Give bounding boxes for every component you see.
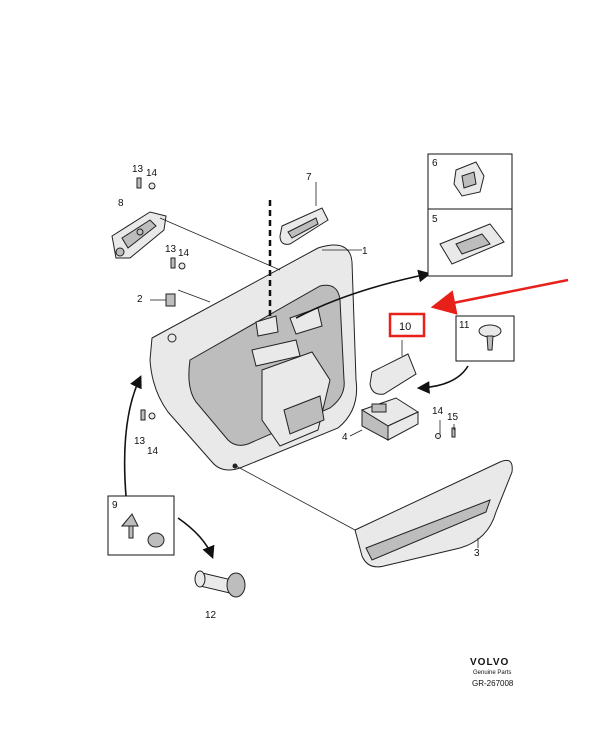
fasteners	[136, 177, 456, 439]
detail-box-11	[455, 315, 515, 362]
callout-12: 12	[205, 610, 217, 621]
callout-labels: 1 2 3 4 5 6 7 8 9 10 11 12 13 14 13 14 1…	[112, 158, 480, 621]
callout-8: 8	[118, 198, 124, 209]
leader-lines	[159, 182, 479, 548]
diagram-code: GR-267008	[472, 679, 514, 688]
callout-14-top: 14	[146, 168, 158, 179]
callout-7: 7	[306, 172, 312, 183]
detail-box-5	[427, 208, 513, 277]
callout-9: 9	[112, 500, 118, 511]
callout-2: 2	[137, 294, 143, 305]
handle-bezel	[279, 207, 329, 245]
detail-box-9	[107, 495, 175, 556]
callout-5: 5	[432, 214, 438, 225]
callout-14-low: 14	[147, 446, 159, 457]
door-handle-mechanism	[111, 211, 167, 259]
callout-14-right: 14	[432, 406, 444, 417]
door-trim-panel	[149, 244, 358, 471]
callout-10: 10	[399, 321, 411, 333]
clip-part-2	[150, 293, 176, 307]
callout-11: 11	[459, 320, 470, 331]
callout-15: 15	[447, 412, 459, 423]
callout-1: 1	[362, 246, 368, 257]
callout-13-mid: 13	[165, 244, 177, 255]
callout-3: 3	[474, 548, 480, 559]
highlight-box-10	[388, 312, 426, 338]
detail-box-6	[427, 153, 513, 210]
clip-sleeve	[194, 570, 246, 598]
callout-14-mid: 14	[178, 248, 190, 259]
brand-name: VOLVO	[470, 657, 510, 668]
brand-tagline: Genuine Parts	[473, 670, 512, 676]
callout-13-low: 13	[134, 436, 146, 447]
callout-4: 4	[342, 432, 348, 443]
reference-arrows	[123, 269, 569, 559]
pocket-liner	[369, 353, 417, 395]
armrest-bracket	[360, 397, 420, 441]
callout-6: 6	[432, 158, 438, 169]
highlight-arrow	[430, 278, 569, 315]
callout-13-top: 13	[132, 164, 144, 175]
lower-trim-strip	[354, 459, 513, 568]
